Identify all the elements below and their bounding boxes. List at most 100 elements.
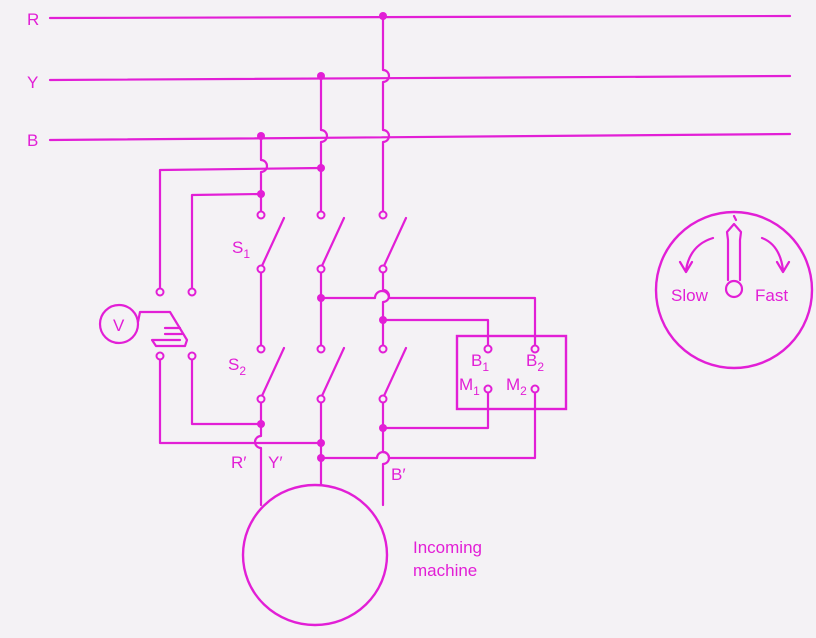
voltmeter-label: V — [113, 316, 125, 335]
lead-b-to-machine — [253, 396, 263, 507]
switch-terminal — [316, 394, 326, 404]
bus-y-line — [48, 74, 792, 82]
voltmeter-switch-body — [136, 310, 189, 348]
inter-switch-wires — [259, 266, 391, 350]
synchroscope: Slow Fast — [654, 210, 814, 370]
junction-dots — [257, 12, 387, 462]
voltmeter-switch-terminal — [155, 351, 165, 361]
junction-dot — [317, 454, 325, 462]
switch-s1 — [259, 216, 408, 270]
wire-to-b1 — [381, 318, 490, 347]
junction-dot — [379, 316, 387, 324]
junction-dot — [257, 420, 265, 428]
bus-b-line — [48, 132, 792, 142]
lamp-m1-main: M — [459, 375, 473, 394]
voltmeter-switch-terminal — [155, 287, 165, 297]
lamp-b1-main: B — [471, 351, 482, 370]
junction-dot — [317, 439, 325, 447]
lamp-box-wires — [319, 289, 537, 460]
tap-wire-y — [158, 166, 323, 290]
voltmeter-circle — [98, 303, 140, 345]
incoming-machine-circle — [241, 483, 389, 627]
switch-terminal — [256, 210, 266, 220]
switch-s2 — [259, 346, 408, 400]
svg-text:S1: S1 — [232, 238, 250, 261]
svg-text:M1: M1 — [459, 375, 480, 398]
lamp-b1-sub: 1 — [482, 360, 489, 374]
junction-dot — [317, 164, 325, 172]
lamp-terminal-m1 — [483, 384, 493, 394]
wire-from-m1 — [381, 390, 490, 430]
s2-blade-b — [259, 346, 286, 400]
switch-terminals — [155, 210, 540, 404]
switch-terminal — [378, 344, 388, 354]
b-phase-dropper — [259, 134, 269, 214]
voltmeter-switch-terminal — [187, 351, 197, 361]
svg-text:B1: B1 — [471, 351, 489, 374]
y-phase-dropper — [319, 74, 329, 214]
terminal-y-prime: Y′ — [268, 453, 283, 472]
svg-text:M2: M2 — [506, 375, 527, 398]
switch-terminal — [316, 210, 326, 220]
bus-label-r: R — [27, 10, 39, 29]
s1-blade-r — [381, 216, 408, 270]
svg-text:S2: S2 — [228, 355, 246, 378]
lamp-terminal-b2 — [530, 344, 540, 354]
s1-label-sub: 1 — [243, 247, 250, 261]
voltmeter-tap-wires — [158, 166, 323, 290]
tap-wire-b — [190, 192, 263, 290]
switch-terminal — [378, 210, 388, 220]
switch-terminal — [316, 264, 326, 274]
lamp-m2-main: M — [506, 375, 520, 394]
lamp-m1-sub: 1 — [473, 384, 480, 398]
slow-arrow — [678, 236, 715, 274]
junction-dot — [317, 72, 325, 80]
switch-terminal — [256, 344, 266, 354]
terminal-b-prime: B′ — [391, 465, 406, 484]
voltmeter-switch-terminal — [187, 287, 197, 297]
synchroscope-pointer — [725, 214, 743, 282]
junction-dot — [317, 294, 325, 302]
synchroscope-dial — [654, 210, 814, 370]
lamp-terminal-b1 — [483, 344, 493, 354]
synchroscope-fast-label: Fast — [755, 286, 788, 305]
switch-terminal — [256, 264, 266, 274]
switch-terminal — [378, 394, 388, 404]
lamp-m2-sub: 2 — [520, 384, 527, 398]
synchroscope-slow-label: Slow — [671, 286, 709, 305]
voltmeter-circuit — [136, 310, 323, 445]
voltmeter-switch-lower-left — [158, 354, 323, 445]
junction-dot — [257, 190, 265, 198]
bus-label-b: B — [27, 131, 38, 150]
machine-label-line2: machine — [413, 561, 477, 580]
wire-to-b2 — [319, 289, 537, 347]
junction-dot — [257, 132, 265, 140]
junction-dot — [379, 424, 387, 432]
voltmeter-switch-hatch — [163, 326, 184, 336]
s2-label-main: S — [228, 355, 239, 374]
voltmeter-switch-lower-right — [190, 354, 263, 426]
wire-r-s1-s2 — [381, 266, 391, 350]
wire-from-m2 — [319, 390, 537, 460]
lamp-terminal-m2 — [530, 384, 540, 394]
lamp-b2-main: B — [526, 351, 537, 370]
bus-label-y: Y — [27, 73, 38, 92]
bus-r-line — [48, 14, 792, 20]
switch-terminal — [378, 264, 388, 274]
r-phase-dropper — [381, 14, 391, 214]
junction-dot — [379, 12, 387, 20]
s1-blade-b — [259, 216, 286, 270]
s1-label: S1 — [232, 238, 250, 261]
svg-text:B2: B2 — [526, 351, 544, 374]
s2-blade-y — [319, 346, 346, 400]
terminal-r-prime: R′ — [231, 453, 246, 472]
switch-terminal — [256, 394, 266, 404]
phase-droppers — [259, 14, 391, 214]
machine-leads — [253, 396, 391, 507]
bus-bars — [48, 14, 792, 142]
lamp-b2-sub: 2 — [537, 360, 544, 374]
s2-label: S2 — [228, 355, 246, 378]
fast-arrow — [760, 236, 791, 274]
synchroscope-pivot — [724, 279, 744, 299]
